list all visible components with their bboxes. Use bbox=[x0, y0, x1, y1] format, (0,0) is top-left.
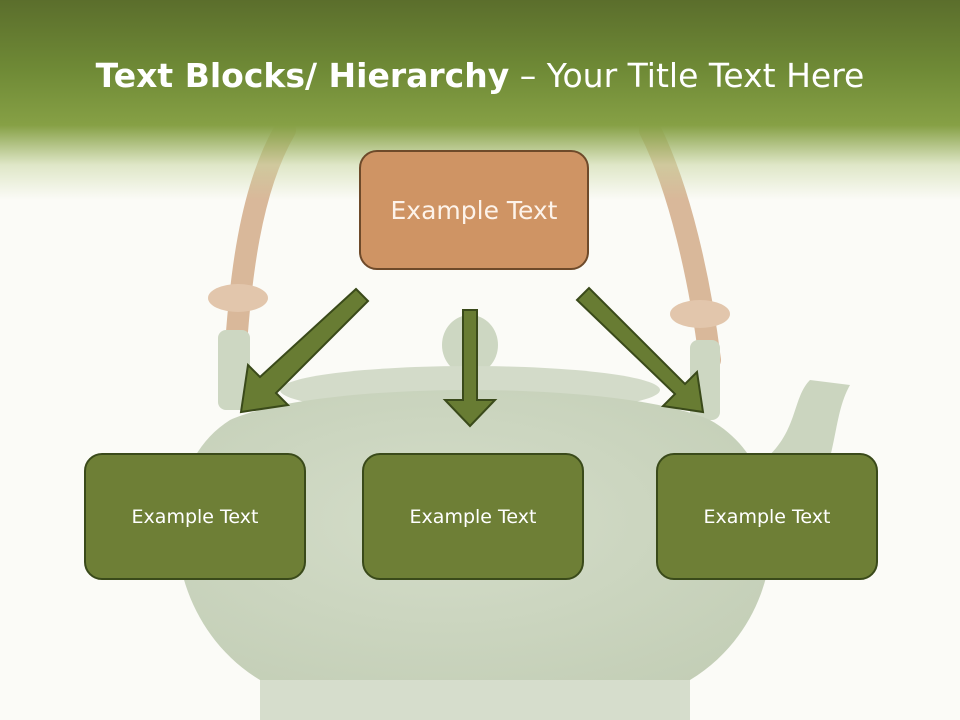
child-box-right: Example Text bbox=[656, 453, 878, 580]
slide-title: Text Blocks/ Hierarchy – Your Title Text… bbox=[0, 56, 960, 95]
child-box-left: Example Text bbox=[84, 453, 306, 580]
child-box-label: Example Text bbox=[703, 505, 831, 528]
arrow-right bbox=[575, 286, 705, 414]
child-box-label: Example Text bbox=[131, 505, 259, 528]
title-regular-part: – Your Title Text Here bbox=[509, 56, 865, 95]
child-box-label: Example Text bbox=[409, 505, 537, 528]
title-bold-part: Text Blocks/ Hierarchy bbox=[95, 56, 510, 95]
root-box-label: Example Text bbox=[390, 195, 558, 225]
arrow-center bbox=[442, 309, 498, 428]
child-box-center: Example Text bbox=[362, 453, 584, 580]
root-box: Example Text bbox=[359, 150, 589, 270]
arrow-left bbox=[239, 287, 370, 414]
